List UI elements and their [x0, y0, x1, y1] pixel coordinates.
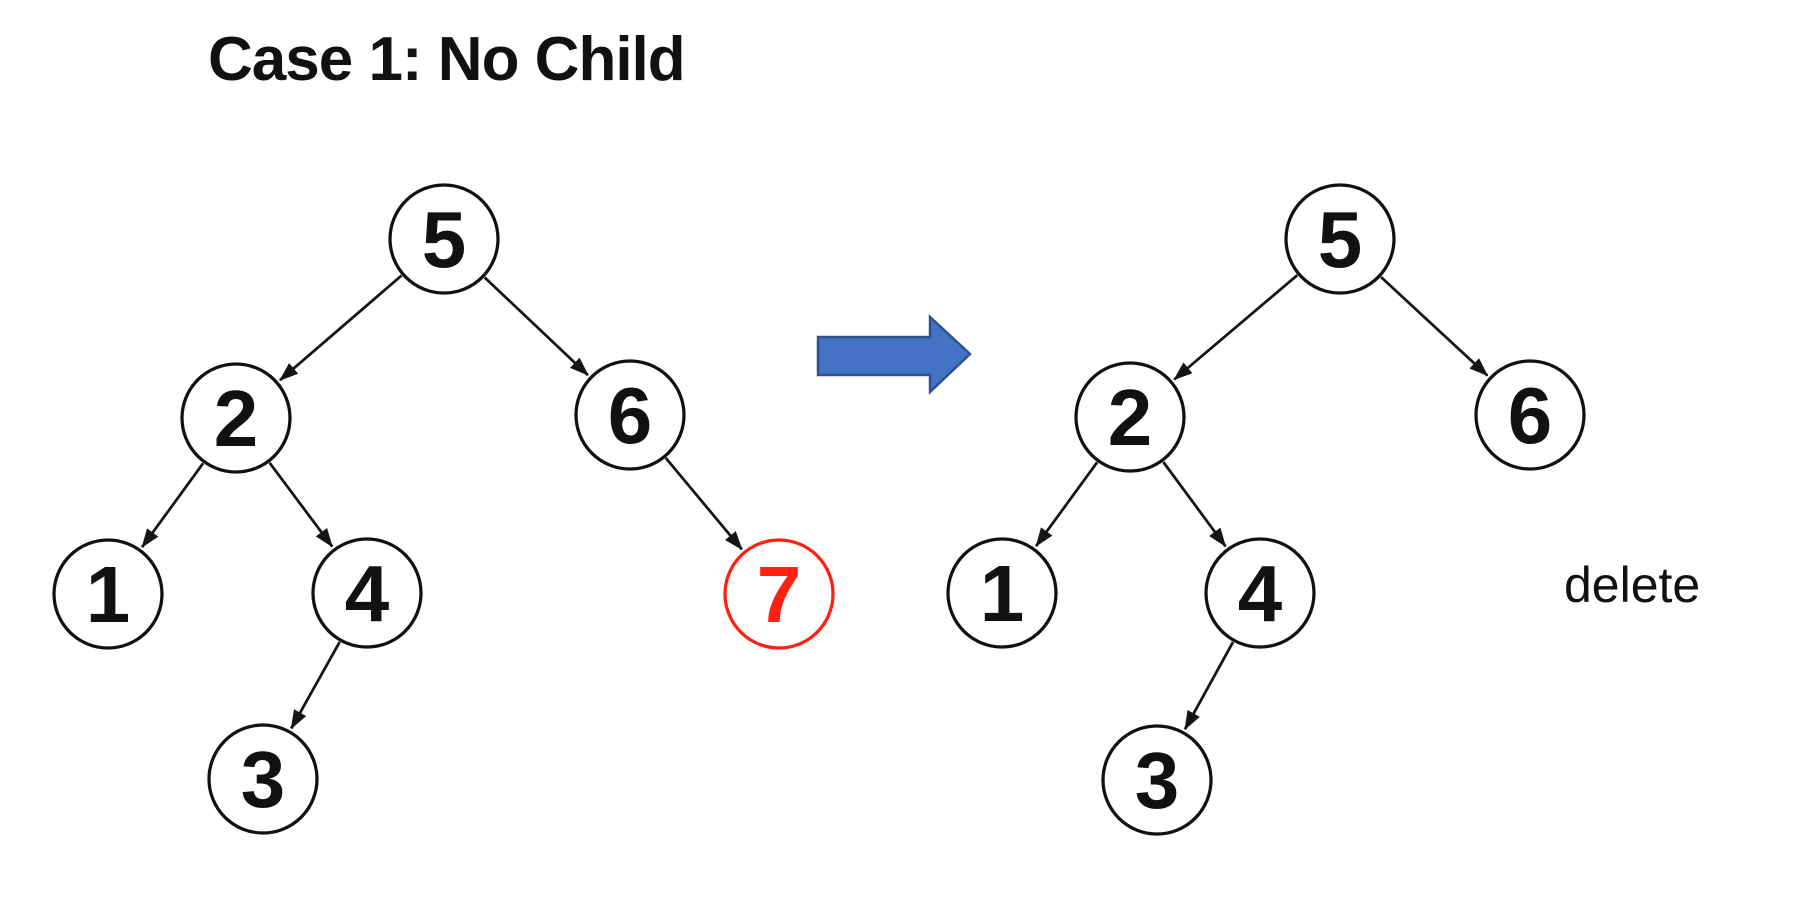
tree-node-5 — [388, 183, 500, 295]
tree-node-value-7: 7 — [757, 550, 802, 639]
tree-node-5 — [1284, 183, 1396, 295]
tree-node-value-6: 6 — [608, 371, 653, 460]
tree-node-6 — [574, 359, 686, 471]
tree-node-value-1: 1 — [86, 550, 131, 639]
tree-node-value-3: 3 — [241, 735, 286, 824]
tree-edge-6-to-7 — [664, 457, 743, 551]
tree-node-value-4: 4 — [345, 549, 390, 638]
tree-edge-5-to-2 — [1173, 274, 1299, 381]
tree-node-2 — [1074, 361, 1186, 473]
tree-node-1 — [52, 538, 164, 650]
tree-node-7-highlighted — [723, 538, 835, 650]
tree-edge-2-to-1 — [140, 462, 205, 548]
tree-node-3 — [207, 723, 319, 835]
tree-node-3 — [1101, 724, 1213, 836]
page-title: Case 1: No Child — [208, 25, 686, 94]
tree-node-2 — [180, 362, 292, 474]
delete-annotation: delete — [1564, 557, 1701, 613]
tree-after-deletion: 5 2 6 1 4 3 — [946, 183, 1586, 836]
tree-node-value-6: 6 — [1508, 371, 1553, 460]
tree-node-4 — [311, 537, 423, 649]
tree-edge-5-to-6 — [483, 276, 589, 377]
tree-node-value-5: 5 — [422, 195, 467, 284]
tree-edge-4-to-3 — [1183, 641, 1235, 731]
tree-edge-2-to-4 — [1162, 461, 1227, 548]
tree-edge-2-to-4 — [268, 461, 334, 548]
tree-node-6 — [1474, 359, 1586, 471]
tree-node-value-2: 2 — [1108, 373, 1153, 462]
tree-edge-5-to-6 — [1380, 276, 1489, 377]
tree-node-1 — [946, 537, 1058, 649]
transition-arrow-icon — [816, 314, 972, 395]
tree-node-value-2: 2 — [214, 374, 259, 463]
tree-node-value-3: 3 — [1135, 736, 1180, 825]
tree-before-deletion: 5 2 6 1 4 7 3 — [52, 183, 835, 835]
tree-edge-2-to-1 — [1034, 461, 1099, 547]
tree-node-value-4: 4 — [1238, 549, 1283, 638]
tree-node-4 — [1204, 537, 1316, 649]
tree-edge-5-to-2 — [279, 274, 403, 382]
tree-edge-4-to-3 — [290, 641, 341, 730]
tree-node-value-1: 1 — [980, 549, 1025, 638]
tree-node-value-5: 5 — [1318, 195, 1363, 284]
